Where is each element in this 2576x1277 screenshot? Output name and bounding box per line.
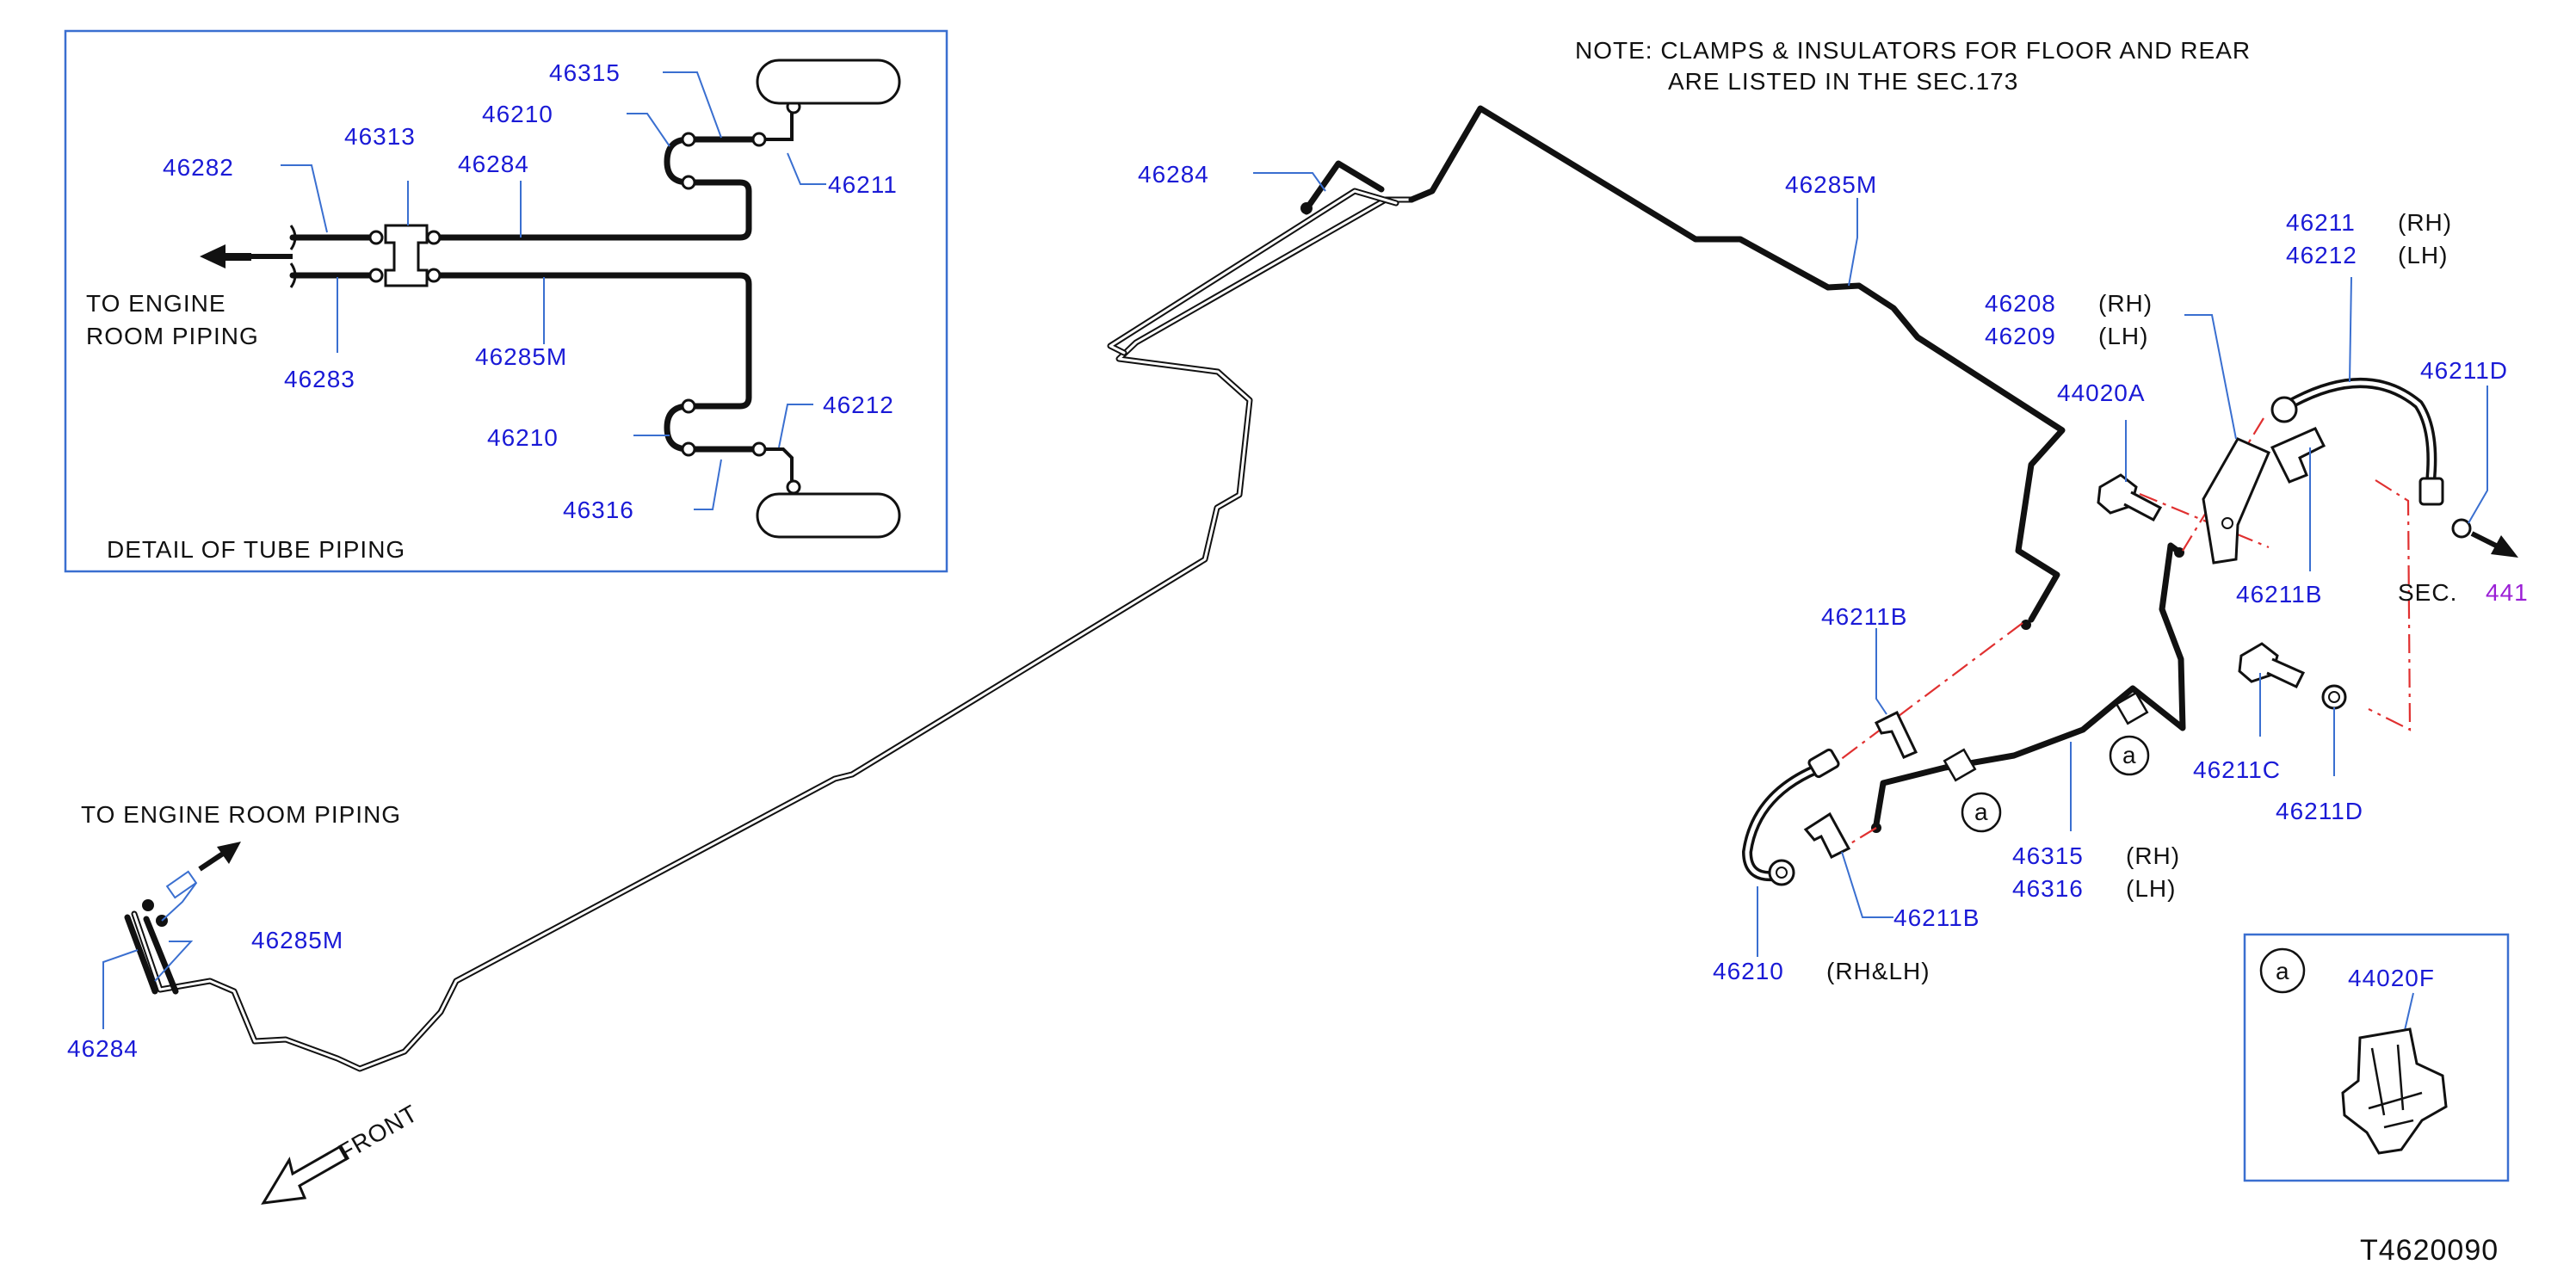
label-46315: 46315 [2012,842,2084,869]
hose-46211 [2097,378,2518,710]
note-line2: ARE LISTED IN THE SEC.173 [1668,68,2018,95]
arrow-to-engine-icon [200,244,225,268]
label-46212-detail: 46212 [823,392,894,418]
hose-46210 [1741,710,1918,886]
label-46285m-left: 46285M [251,927,343,953]
label-46209: 46209 [1985,323,2056,349]
label-46212-lh: (LH) [2398,242,2448,268]
arrow-sec441-icon [2491,535,2518,558]
inset-a: a 44020F [2243,933,2510,1182]
label-46316-detail: 46316 [563,497,634,523]
label-46208: 46208 [1985,290,2056,317]
callout-a-1 [1961,792,2002,833]
label-46284-detail: 46284 [458,151,529,177]
detail-frame [64,29,948,573]
label-46315-rh: (RH) [2126,842,2180,869]
callout-a-2 [2109,735,2150,776]
label-46316: 46316 [2012,875,2084,902]
bolt-44020a [2097,473,2163,522]
label-sec-441-link[interactable]: 441 [2486,579,2529,606]
label-46212: 46212 [2286,242,2357,268]
to-engine-room-piping: TO ENGINE ROOM PIPING [81,801,401,828]
label-46284-top: 46284 [1138,161,1209,188]
label-46313: 46313 [344,123,416,150]
label-46211: 46211 [2286,209,2356,236]
label-44020f: 44020F [2348,965,2435,991]
note-line1: NOTE: CLAMPS & INSULATORS FOR FLOOR AND … [1575,37,2251,64]
label-46315-detail: 46315 [549,59,621,86]
label-46211-detail: 46211 [828,171,898,198]
main-tubes [124,105,2186,1072]
clamp-44020f-icon [2341,1027,2448,1155]
detail-to-engine-line2: ROOM PIPING [86,323,259,349]
connector-46313 [384,224,429,287]
inset-a-label: a [2276,958,2290,984]
callout-a-2-label: a [2122,742,2137,768]
label-46210-rhlh: (RH&LH) [1826,958,1930,984]
clamp-a-2 [2115,691,2149,725]
label-46210-lower: 46210 [487,424,559,451]
label-sec: SEC. [2398,579,2457,606]
label-46211d-bottom: 46211D [2276,798,2363,824]
bracket-46208 [2202,437,2270,564]
clamp-a-1 [1943,748,1977,782]
label-46211c: 46211C [2193,756,2281,783]
label-46210: 46210 [1713,958,1784,984]
label-46285m-top: 46285M [1785,171,1877,198]
front-arrow-icon [261,1144,350,1205]
detail-title: DETAIL OF TUBE PIPING [107,536,405,563]
label-46209-lh: (LH) [2098,323,2148,349]
label-46210-upper: 46210 [482,101,553,127]
inset-a-frame [2243,933,2510,1182]
label-46284-left: 46284 [67,1035,139,1062]
label-46211b-bottom: 46211B [1893,904,1980,931]
caliper-upper [756,59,901,105]
label-46211d-top: 46211D [2420,357,2508,384]
bolt-46211c [2238,642,2306,688]
detail-inset: 46282 46313 46284 46283 46285M 46315 462… [64,29,948,573]
label-46211-rh: (RH) [2398,209,2452,236]
label-46316-lh: (LH) [2126,875,2176,902]
caliper-lower [756,492,901,539]
label-46285m-detail: 46285M [475,343,567,370]
label-46211b-left: 46211B [1821,603,1907,630]
main-leaders [102,172,2488,1029]
front-label: FRONT [334,1100,423,1167]
callout-a-1-label: a [1974,799,1989,825]
inset-a-callout [2259,947,2306,994]
arrow-to-engine-main-icon [217,842,241,864]
diagram-id: T4620090 [2360,1234,2499,1267]
label-46283: 46283 [284,366,355,392]
detail-to-engine-line1: TO ENGINE [86,290,226,317]
label-44020a: 44020A [2057,379,2146,406]
label-46282: 46282 [163,154,234,181]
label-46211b-right: 46211B [2236,581,2322,608]
label-46208-rh: (RH) [2098,290,2153,317]
